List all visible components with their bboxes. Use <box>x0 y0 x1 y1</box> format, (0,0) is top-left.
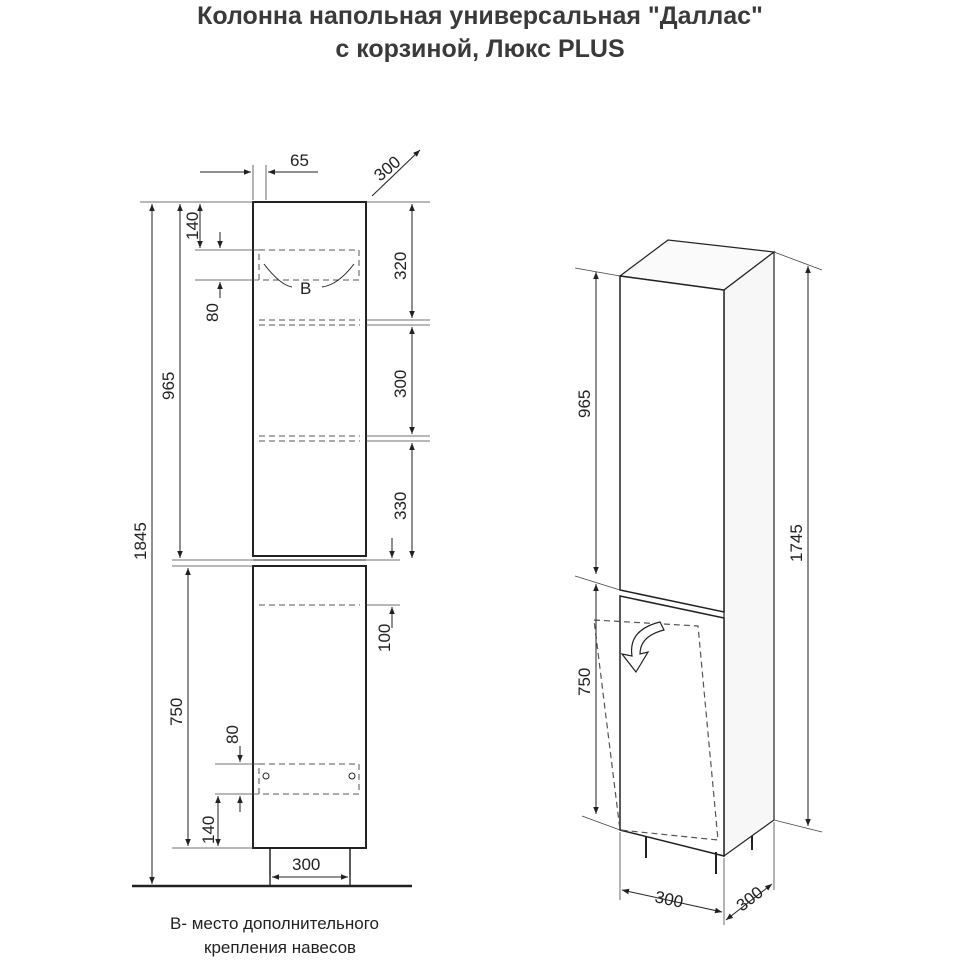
hinge-note-line-1: В- место дополнительного <box>170 914 379 933</box>
iso-label-upper: 965 <box>575 390 594 418</box>
iso-side-face <box>723 250 775 858</box>
label-hinge-gap-bottom: 80 <box>223 725 242 744</box>
iso-dim-width-line <box>621 888 723 914</box>
label-upper-door: 965 <box>159 372 178 400</box>
title-line-1: Колонна напольная универсальная "Даллас" <box>197 2 763 30</box>
iso-upper-door <box>619 275 725 613</box>
label-hinge-marker: B <box>300 279 311 298</box>
label-bottom-offset: 140 <box>199 816 218 844</box>
dim-depth-diag-line <box>371 149 421 197</box>
label-shelf2: 300 <box>391 370 410 398</box>
iso-dim-depth-line <box>725 883 773 921</box>
iso-label-lower: 750 <box>575 668 594 696</box>
label-top-offset: 140 <box>183 212 202 240</box>
lower-shelf-outline <box>258 763 360 795</box>
title-line-2: с корзиной, Люкс PLUS <box>335 35 625 63</box>
label-lower-shelf: 100 <box>375 624 394 652</box>
label-hinge-gap-top: 80 <box>203 303 222 322</box>
label-top-width: 65 <box>290 151 309 170</box>
iso-label-width: 300 <box>653 887 685 911</box>
basket-outline <box>258 249 360 281</box>
label-depth-diag: 300 <box>370 152 404 185</box>
hinge-note: В- место дополнительного крепления навес… <box>170 912 379 960</box>
cabinet-lower-door <box>252 565 367 849</box>
front-view <box>132 149 430 888</box>
label-shelf3: 330 <box>391 492 410 520</box>
label-lower-door: 750 <box>167 698 186 726</box>
label-total-height: 1845 <box>131 522 150 560</box>
cabinet-upper-door <box>252 201 367 557</box>
label-plinth-width: 300 <box>292 855 320 874</box>
page-title: Колонна напольная универсальная "Даллас"… <box>0 0 960 66</box>
iso-lower-door <box>619 595 725 857</box>
tilt-arrow-icon <box>620 621 665 674</box>
hinge-note-line-2: крепления навесов <box>204 938 357 957</box>
iso-label-body: 1745 <box>787 524 806 562</box>
label-shelf1: 320 <box>391 252 410 280</box>
front-view-labels: 65 300 1845 965 750 140 80 320 300 330 1… <box>131 151 410 874</box>
iso-view <box>574 239 823 925</box>
